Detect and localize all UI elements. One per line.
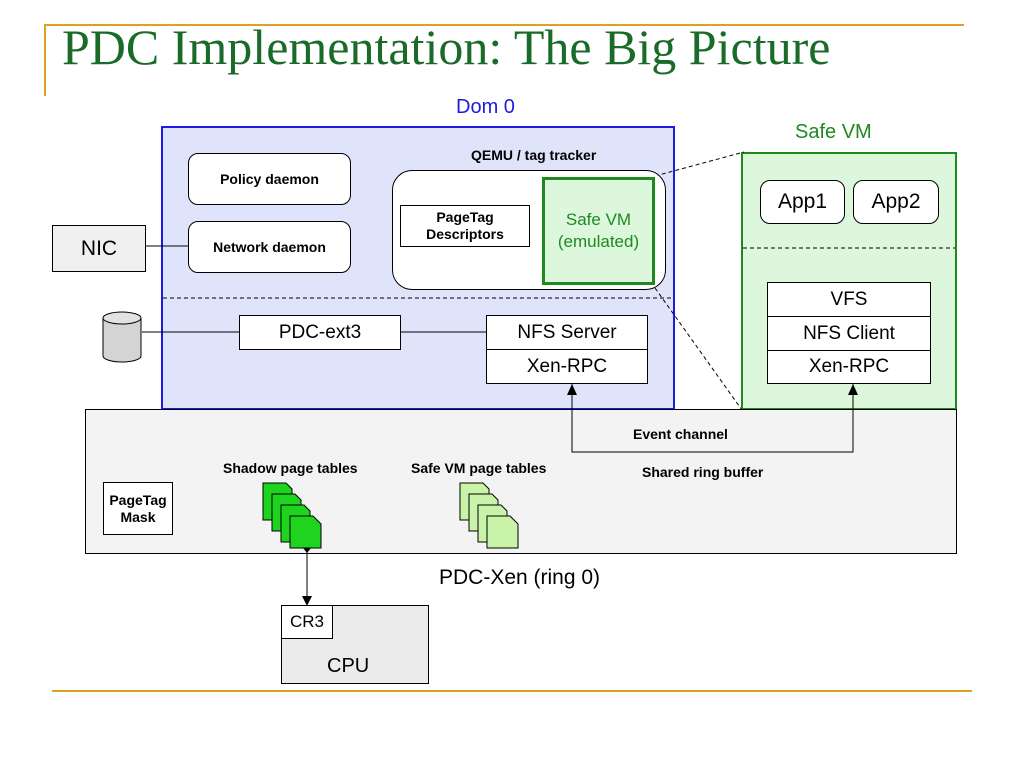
safe-vm-label: Safe VM	[795, 121, 872, 143]
safe-vm-emulated-box: Safe VM (emulated)	[542, 177, 655, 285]
safe-vm-xen-rpc-box: Xen-RPC	[767, 350, 931, 384]
safe-vm-page-tables-label: Safe VM page tables	[411, 460, 547, 476]
dom0-label: Dom 0	[456, 96, 515, 118]
nfs-server-box: NFS Server	[486, 315, 648, 350]
bottom-rule	[52, 690, 972, 692]
pagetag-descriptors-line1: PageTag	[436, 209, 494, 225]
pagetag-mask-line2: Mask	[120, 508, 156, 525]
pagetag-mask-line1: PageTag	[109, 491, 167, 508]
event-channel-label: Event channel	[633, 426, 728, 442]
safe-vm-emulated-line2: (emulated)	[557, 232, 640, 251]
title-rule-top	[44, 24, 964, 26]
app2-box: App2	[853, 180, 939, 224]
dom0-xen-rpc-box: Xen-RPC	[486, 349, 648, 384]
pdc-ext3-box: PDC-ext3	[239, 315, 401, 350]
network-daemon-box: Network daemon	[188, 221, 351, 273]
cpu-label: CPU	[327, 655, 370, 677]
safe-vm-emulated-line1: Safe VM	[565, 210, 632, 229]
pagetag-descriptors-line2: Descriptors	[426, 226, 504, 242]
title-rule-left	[44, 24, 46, 96]
shared-ring-buffer-label: Shared ring buffer	[642, 464, 764, 480]
pdc-xen-label: PDC-Xen (ring 0)	[439, 566, 601, 589]
slide-title: PDC Implementation: The Big Picture	[62, 19, 831, 75]
qemu-tag-tracker-label: QEMU / tag tracker	[471, 147, 597, 163]
pagetag-descriptors-box: PageTag Descriptors	[400, 205, 530, 247]
nfs-client-box: NFS Client	[767, 316, 931, 351]
policy-daemon-box: Policy daemon	[188, 153, 351, 205]
pdc-xen-region	[85, 409, 957, 554]
vfs-box: VFS	[767, 282, 931, 317]
nic-box: NIC	[52, 225, 146, 272]
pagetag-mask-box: PageTag Mask	[103, 482, 173, 535]
shadow-page-tables-label: Shadow page tables	[223, 460, 358, 476]
cr3-box: CR3	[281, 605, 333, 639]
app1-box: App1	[760, 180, 845, 224]
